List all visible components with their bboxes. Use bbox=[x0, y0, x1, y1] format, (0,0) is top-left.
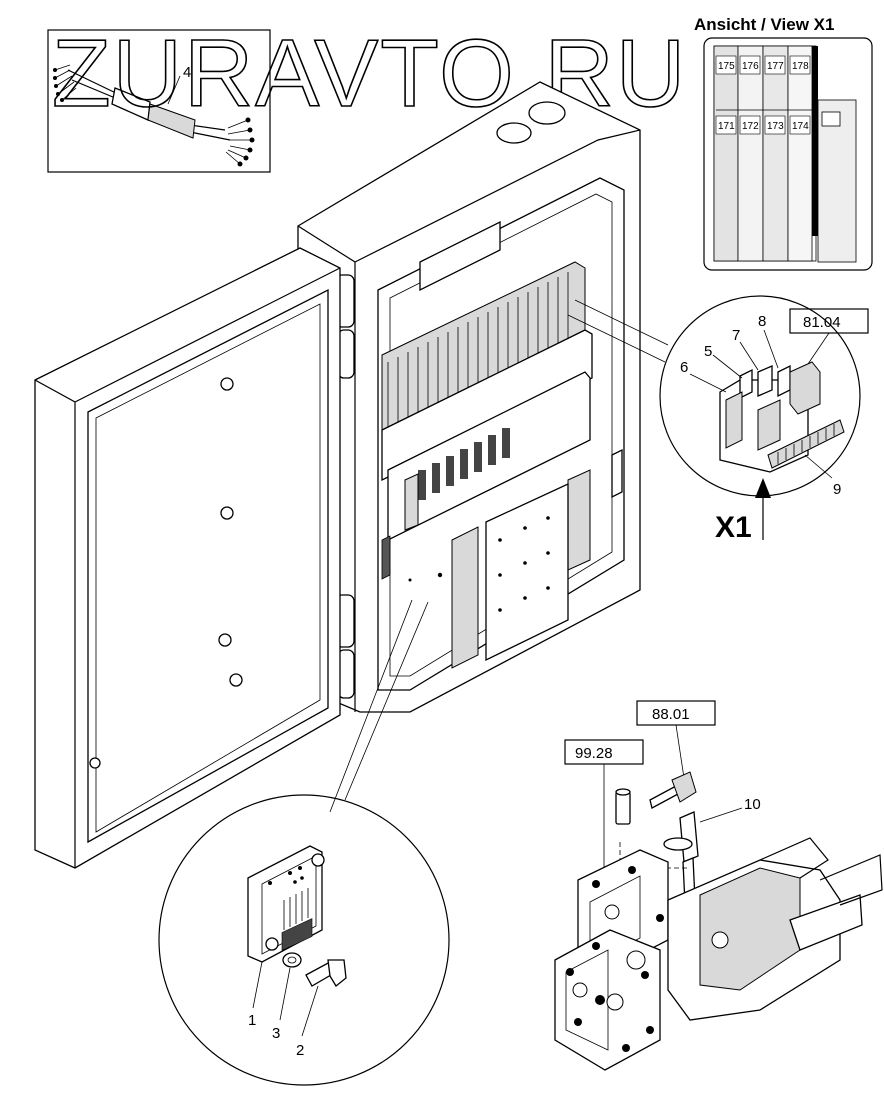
terminal-detail: X1 6 5 7 8 81.04 9 bbox=[659, 295, 869, 544]
callout-5: 5 bbox=[704, 343, 712, 360]
cabinet-door bbox=[34, 247, 341, 869]
callout-7: 7 bbox=[732, 327, 740, 344]
callout-10: 10 bbox=[744, 796, 761, 813]
ref-99-28: 99.28 bbox=[575, 745, 613, 762]
terminal-label-175: 175 bbox=[718, 61, 735, 72]
terminal-label-174: 174 bbox=[792, 121, 809, 132]
callout-4: 4 bbox=[183, 64, 191, 81]
view-x1-title: Ansicht / View X1 bbox=[694, 15, 834, 34]
callout-8: 8 bbox=[758, 313, 766, 330]
view-x1-inset: Ansicht / View X1 175 176 177 178 171 17… bbox=[694, 15, 873, 271]
cable-harness-inset: 4 bbox=[47, 29, 271, 173]
callout-9: 9 bbox=[833, 481, 841, 498]
terminal-label-173: 173 bbox=[767, 121, 784, 132]
control-cabinet bbox=[297, 81, 641, 713]
callout-6: 6 bbox=[680, 359, 688, 376]
callout-3: 3 bbox=[272, 1025, 280, 1042]
view-marker-x1: X1 bbox=[715, 511, 752, 544]
terminal-label-171: 171 bbox=[718, 121, 735, 132]
ref-81-04: 81.04 bbox=[803, 314, 841, 331]
module-detail: 1 3 2 bbox=[158, 794, 450, 1086]
hydraulic-pump: 88.01 99.28 10 bbox=[554, 700, 883, 1071]
terminal-label-177: 177 bbox=[767, 61, 784, 72]
terminal-label-172: 172 bbox=[742, 121, 759, 132]
callout-1: 1 bbox=[248, 1012, 256, 1029]
ref-88-01: 88.01 bbox=[652, 706, 690, 723]
terminal-label-178: 178 bbox=[792, 61, 809, 72]
leader-lines bbox=[329, 299, 669, 813]
terminal-label-176: 176 bbox=[742, 61, 759, 72]
callout-2: 2 bbox=[296, 1042, 304, 1059]
